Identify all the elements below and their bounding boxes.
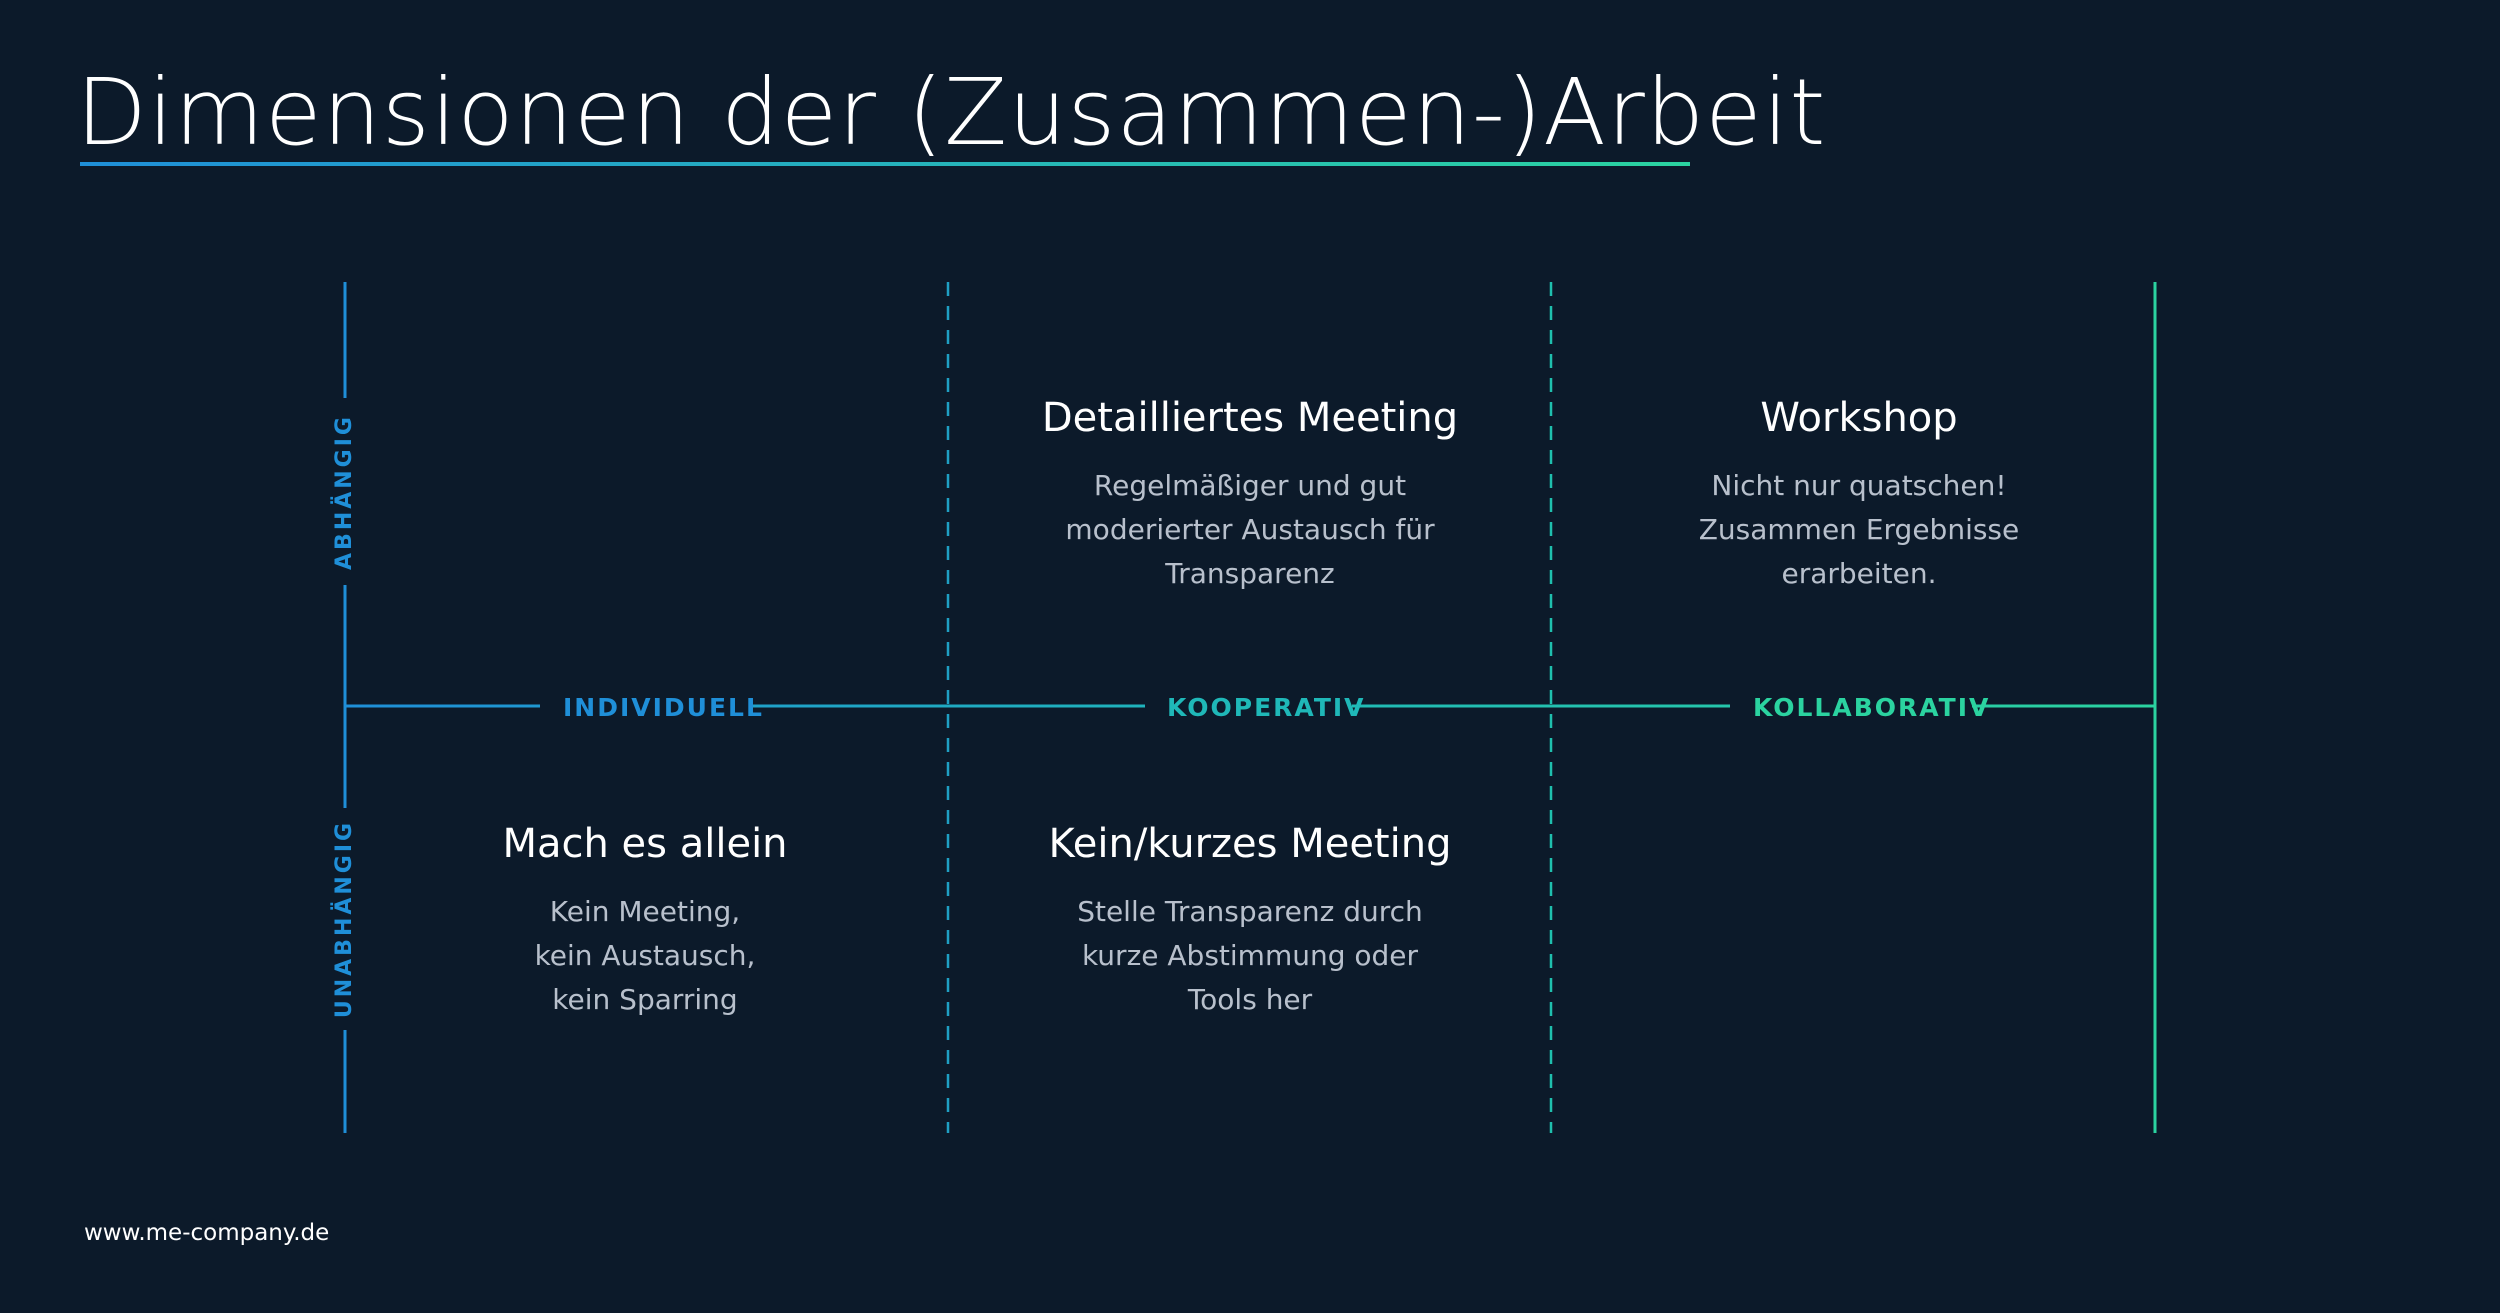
page-title: Dimensionen der (Zusammen-)Arbeit — [76, 59, 1827, 166]
cell-kein-kurzes-meeting: Kein/kurzes Meeting Stelle Transparenz d… — [950, 820, 1550, 1022]
axis-label-individuell: INDIVIDUELL — [563, 693, 764, 722]
title-underline — [80, 162, 1690, 166]
footer-url: www.me-company.de — [84, 1220, 330, 1246]
cell-title: Kein/kurzes Meeting — [1048, 821, 1452, 867]
cell-description: Nicht nur quatschen! Zusammen Ergebnisse… — [1698, 469, 2020, 590]
cell-detailliertes-meeting: Detailliertes Meeting Regelmäßiger und g… — [950, 394, 1550, 596]
axis-label-abhaengig: ABHÄNGIG — [332, 414, 357, 570]
cell-description: Kein Meeting, kein Austausch, kein Sparr… — [534, 895, 756, 1016]
axis-label-kollaborativ: KOLLABORATIV — [1753, 693, 1991, 722]
cell-description: Regelmäßiger und gut moderierter Austaus… — [1065, 469, 1435, 590]
cell-description: Stelle Transparenz durch kurze Abstimmun… — [1077, 895, 1423, 1016]
cell-title: Detailliertes Meeting — [1041, 395, 1459, 441]
cell-title: Workshop — [1760, 395, 1958, 441]
cell-mach-es-allein: Mach es allein Kein Meeting, kein Austau… — [345, 820, 945, 1022]
axis-label-kooperativ: KOOPERATIV — [1167, 693, 1366, 722]
cell-workshop: Workshop Nicht nur quatschen! Zusammen E… — [1559, 394, 2159, 596]
cell-title: Mach es allein — [502, 821, 788, 867]
